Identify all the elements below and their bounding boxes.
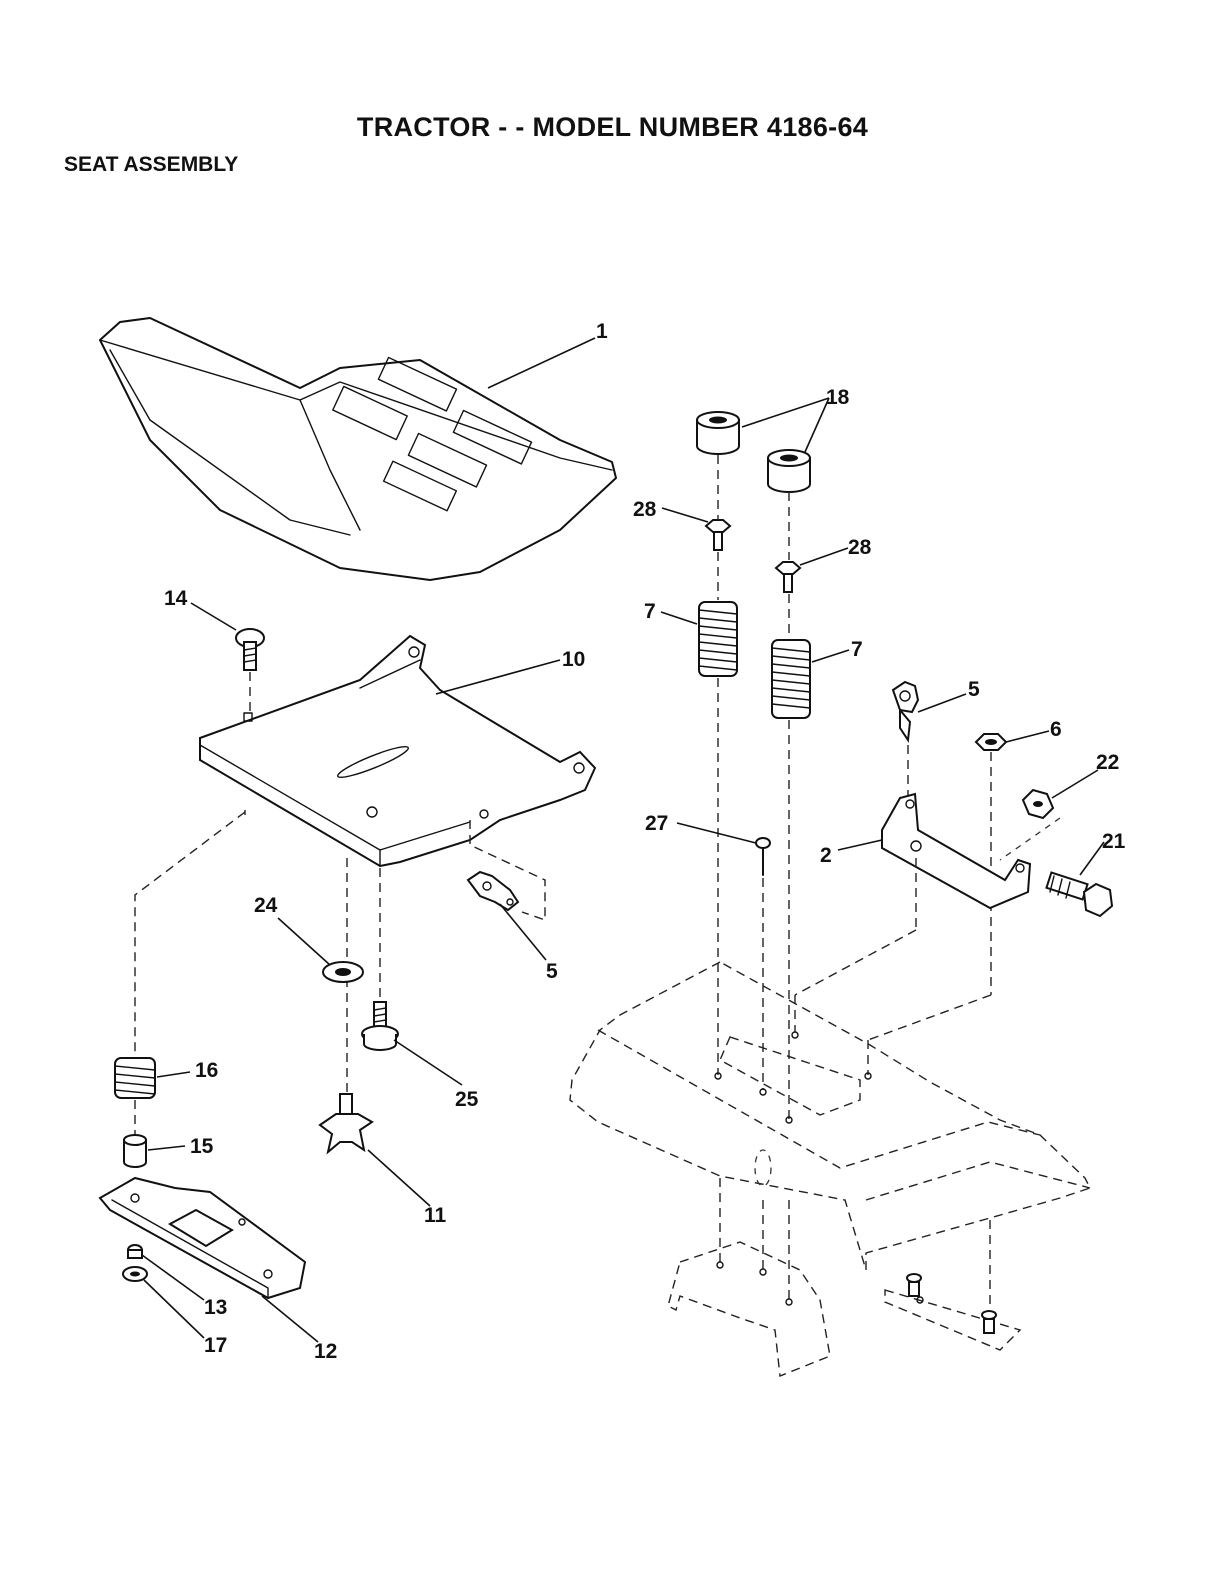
latch-left [468,872,518,910]
mounting-bracket [882,794,1030,908]
callout-22: 22 [1096,751,1119,774]
spacer-small [128,1245,142,1258]
compression-spring [115,1058,155,1098]
callout-12: 12 [314,1340,337,1363]
callout-1: 1 [596,320,608,343]
hex-bolt-left [706,520,730,550]
tractor-frame-outline [570,962,1090,1376]
callout-18: 18 [826,386,850,409]
spacer-left [697,412,739,454]
callout-14: 14 [164,587,188,610]
shoulder-bolt [1046,873,1112,916]
spring-right [772,640,810,718]
callout-7-right: 7 [851,638,863,661]
callout-5-left: 5 [546,960,558,983]
callout-27: 27 [645,812,668,835]
callout-13: 13 [204,1296,227,1319]
lock-nut [1023,790,1053,818]
callout-6: 6 [1050,718,1062,741]
hex-bolt-right [776,562,800,592]
carriage-bolt [236,629,264,670]
clevis-pin [756,838,770,875]
bushing [124,1135,146,1167]
callout-15: 15 [190,1135,214,1158]
callout-28-right: 28 [848,536,872,559]
shoulder-screw [362,1002,398,1050]
callout-5-right: 5 [968,678,980,701]
spring-left [699,602,737,676]
callout-28-left: 28 [633,498,657,521]
callout-17: 17 [204,1334,227,1357]
seat [100,318,616,580]
frame-bolt-left [907,1274,921,1296]
callout-11: 11 [424,1204,447,1227]
callout-25: 25 [455,1088,479,1111]
callout-21: 21 [1102,830,1126,853]
spacer-right [768,450,810,492]
leader-lines [142,338,1104,1342]
callout-2: 2 [820,844,832,867]
seat-pan [200,636,595,866]
callout-16: 16 [195,1059,218,1082]
callout-10: 10 [562,648,585,671]
latch-right [893,682,918,740]
callout-24: 24 [254,894,278,917]
callout-7-left: 7 [644,600,656,623]
hex-nut [976,734,1006,750]
lock-washer [123,1267,147,1281]
adjustment-knob [320,1094,372,1152]
frame-bolt-right [982,1311,996,1333]
